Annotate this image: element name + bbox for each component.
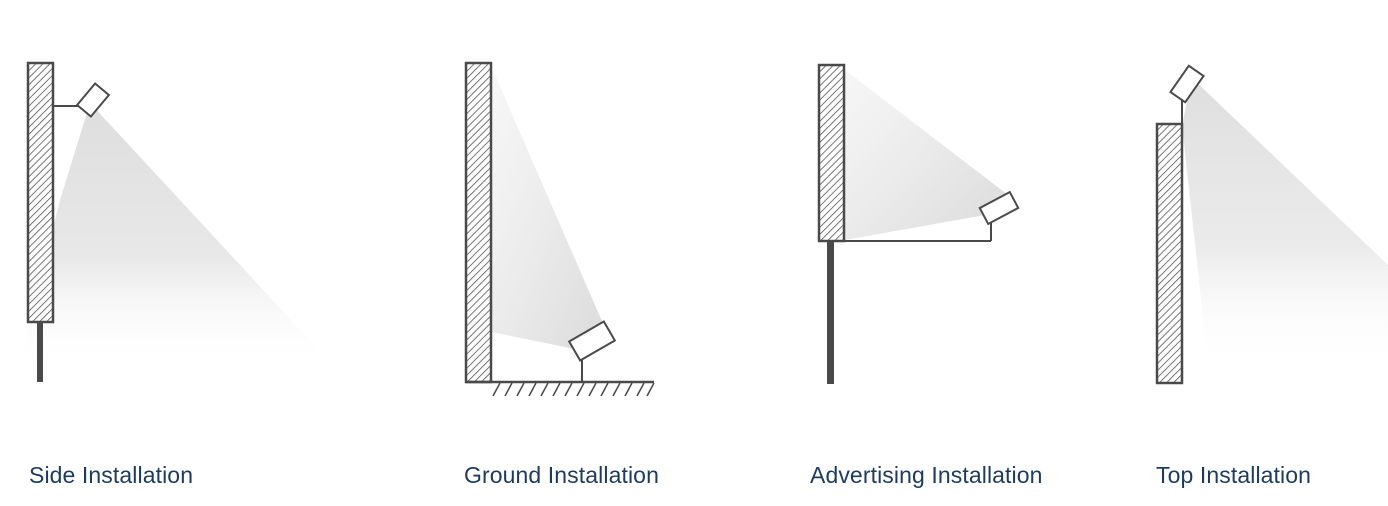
- advertising-installation-label: Advertising Installation: [810, 462, 1043, 488]
- top-installation-label: Top Installation: [1156, 462, 1312, 488]
- top-installation-diagram: [1155, 64, 1388, 385]
- wall-panel: [1155, 122, 1184, 385]
- billboard-panel: [817, 63, 846, 243]
- light-beam: [20, 103, 330, 362]
- ground-installation-label: Ground Installation: [464, 462, 659, 488]
- ground-installation-diagram: [464, 61, 655, 397]
- light-beam: [1182, 78, 1388, 362]
- floodlight-icon: [567, 320, 617, 362]
- light-beam: [845, 70, 1008, 240]
- pole: [827, 241, 834, 384]
- side-installation-label: Side Installation: [29, 462, 194, 488]
- side-installation-diagram: [20, 61, 330, 382]
- advertising-installation-diagram: [817, 63, 1020, 384]
- light-beam: [491, 66, 608, 350]
- floodlight-icon: [1169, 64, 1205, 104]
- floodlight-icon: [75, 82, 111, 118]
- wall-panel: [26, 61, 55, 324]
- ground-hatch: [492, 382, 655, 397]
- wall-panel: [464, 61, 493, 384]
- pole: [37, 322, 43, 382]
- floodlight-icon: [978, 190, 1020, 226]
